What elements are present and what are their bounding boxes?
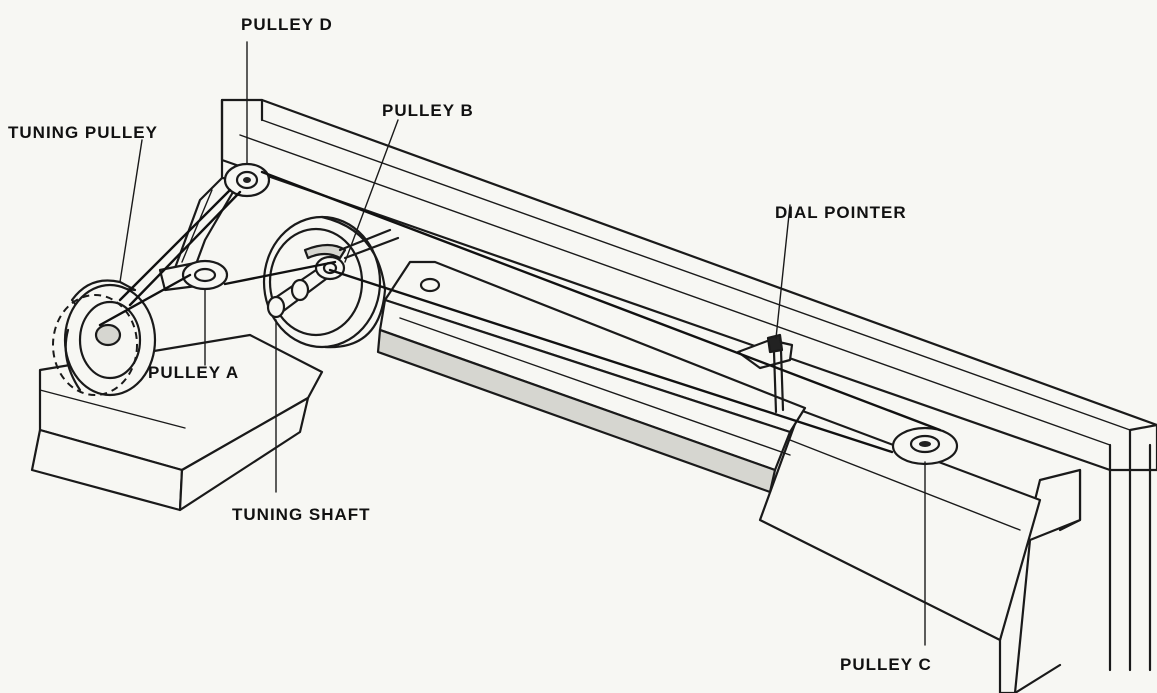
dial-pointer <box>736 204 794 414</box>
pulley-c <box>891 426 959 646</box>
label-pulley-b: PULLEY B <box>382 101 474 120</box>
label-pulley-a: PULLEY A <box>148 363 239 382</box>
label-dial-pointer: DIAL POINTER <box>775 203 907 222</box>
flywheel <box>262 215 400 349</box>
label-pulley-c: PULLEY C <box>840 655 932 674</box>
tuning-shaft <box>266 264 332 493</box>
tuning-pulley <box>52 139 157 397</box>
label-tuning-shaft: TUNING SHAFT <box>232 505 371 524</box>
label-pulley-d: PULLEY D <box>241 15 333 34</box>
pulley-a <box>158 259 229 366</box>
label-tuning-pulley: TUNING PULLEY <box>8 123 158 142</box>
cabinet-panel <box>220 98 1157 693</box>
pulley-d <box>223 41 271 198</box>
dial-cord <box>98 170 942 454</box>
pulley-c-board <box>758 408 1042 642</box>
